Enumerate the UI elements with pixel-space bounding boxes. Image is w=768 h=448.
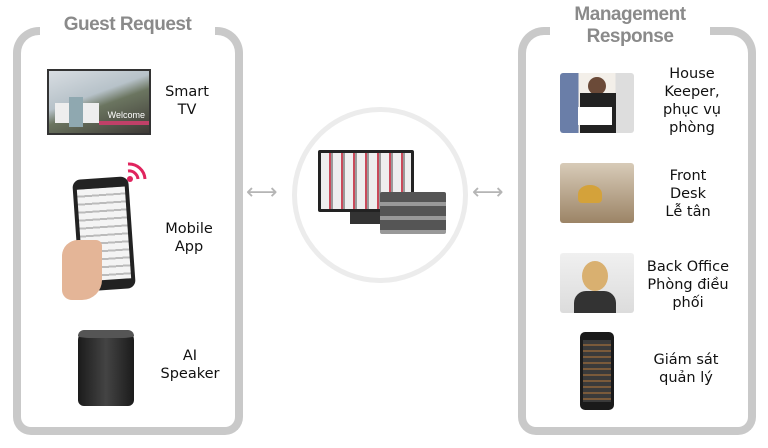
label-line: phòng	[669, 120, 715, 136]
welcome-text: Welcome	[107, 110, 145, 120]
ai-speaker-label: AI Speaker	[150, 347, 230, 383]
label-line: App	[174, 239, 204, 255]
label-line: phối	[672, 295, 704, 311]
management-response-title: Management Response	[550, 4, 710, 48]
ai-speaker-image	[78, 330, 134, 406]
back-office-image	[560, 253, 634, 313]
label-line: phục vụ	[663, 102, 721, 118]
label-line: Mobile	[165, 221, 213, 237]
hand-image	[62, 240, 102, 300]
label-line: Front	[669, 168, 707, 184]
label-line: quản lý	[659, 370, 713, 386]
housekeeper-image	[560, 73, 634, 133]
back-office-label: Back Office Phòng điều phối	[640, 258, 736, 312]
front-desk-image	[560, 163, 634, 223]
left-double-arrow-icon: ⟷	[246, 180, 278, 205]
mobile-app-label: Mobile App	[157, 220, 221, 256]
housekeeper-label: House Keeper, phục vụ phòng	[648, 65, 736, 137]
label-line: Smart	[165, 84, 209, 100]
front-desk-label: Front Desk Lễ tân	[648, 167, 728, 221]
label-line: Desk	[669, 186, 707, 202]
smart-tv-label: Smart TV	[157, 83, 217, 119]
label-line: Giám sát	[653, 352, 719, 368]
right-double-arrow-icon: ⟷	[472, 180, 504, 205]
guest-request-frame-bottom	[13, 227, 243, 435]
label-line: Back Office	[646, 259, 730, 275]
monitor-stand	[350, 212, 380, 224]
label-line: Keeper,	[664, 84, 720, 100]
smart-tv-image: Welcome	[47, 69, 151, 135]
title-line: Management	[574, 4, 686, 25]
label-line: Speaker	[160, 366, 220, 382]
label-line: House	[669, 66, 715, 82]
label-line: Phòng điều	[647, 277, 729, 293]
server-image	[380, 192, 446, 234]
label-line: AI	[182, 348, 198, 364]
wifi-icon	[127, 162, 147, 182]
guest-request-title: Guest Request	[63, 14, 192, 35]
label-line: Lễ tân	[665, 204, 711, 220]
management-response-frame-bottom	[518, 227, 756, 435]
title-line: Response	[586, 26, 674, 47]
monitoring-label: Giám sát quản lý	[644, 351, 728, 387]
monitoring-phone-image	[580, 332, 614, 410]
label-line: TV	[177, 102, 197, 118]
